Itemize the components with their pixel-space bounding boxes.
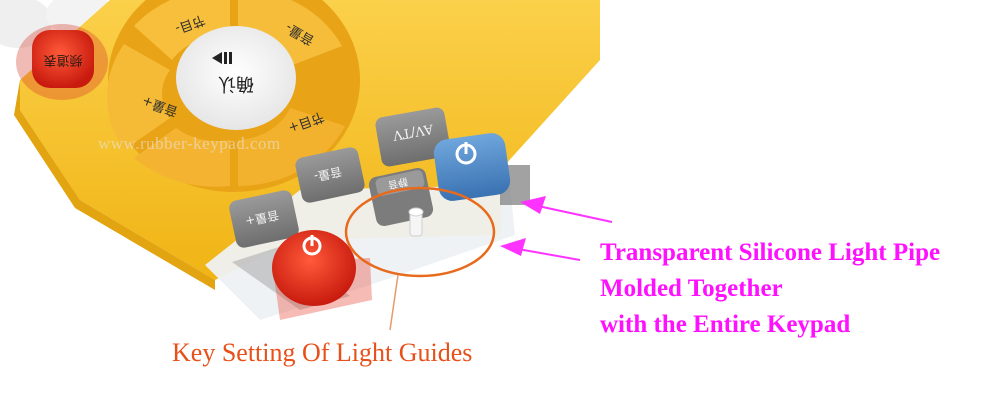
dir-key-right[interactable]: [238, 108, 345, 186]
arrow-icon: [520, 196, 613, 223]
power-icon: [302, 235, 322, 256]
dir-key-left[interactable]: [106, 44, 170, 150]
light-pipe-caption-line-3: with the Entire Keypad: [600, 311, 851, 338]
grey-key-mute-label: 静音: [387, 175, 409, 192]
red-key-top-label: 频道表: [43, 52, 82, 67]
grey-key-vol-down[interactable]: 音量-: [294, 146, 366, 204]
keypad-front-edge: [14, 80, 215, 290]
dir-key-bottom[interactable]: [134, 128, 230, 187]
power-icon: [455, 142, 477, 165]
play-pause-icon: [212, 52, 232, 64]
light-pipe-peg: [408, 207, 424, 237]
watermark: www.rubber-keypad.com: [98, 134, 281, 153]
grey-key-vol-up-label: 音量+: [244, 208, 280, 230]
grey-key-av[interactable]: AV/TV: [374, 106, 452, 167]
light-guides-caption: Key Setting Of Light Guides: [172, 338, 473, 367]
light-pipe-caption-line-2: Molded Together: [600, 275, 783, 302]
dir-key-topright[interactable]: [238, 0, 342, 66]
arrow-icon: [500, 238, 581, 261]
ok-key-label: 确认: [218, 73, 254, 94]
blue-power-key[interactable]: [432, 131, 530, 205]
grey-key-vol-up[interactable]: 音量+: [228, 189, 301, 249]
dir-key-top[interactable]: [134, 0, 230, 60]
ok-key[interactable]: 确认: [176, 26, 296, 130]
red-key-top[interactable]: 频道表: [16, 24, 108, 100]
light-guide-leader: [389, 274, 399, 331]
light-pipe-caption-line-1: Transparent Silicone Light Pipe: [600, 239, 941, 266]
grey-key-vol-down-label: 音量-: [313, 164, 344, 185]
red-power-key[interactable]: [272, 230, 372, 320]
grey-key-av-label: AV/TV: [391, 120, 435, 142]
light-guide-highlight: [344, 186, 496, 278]
